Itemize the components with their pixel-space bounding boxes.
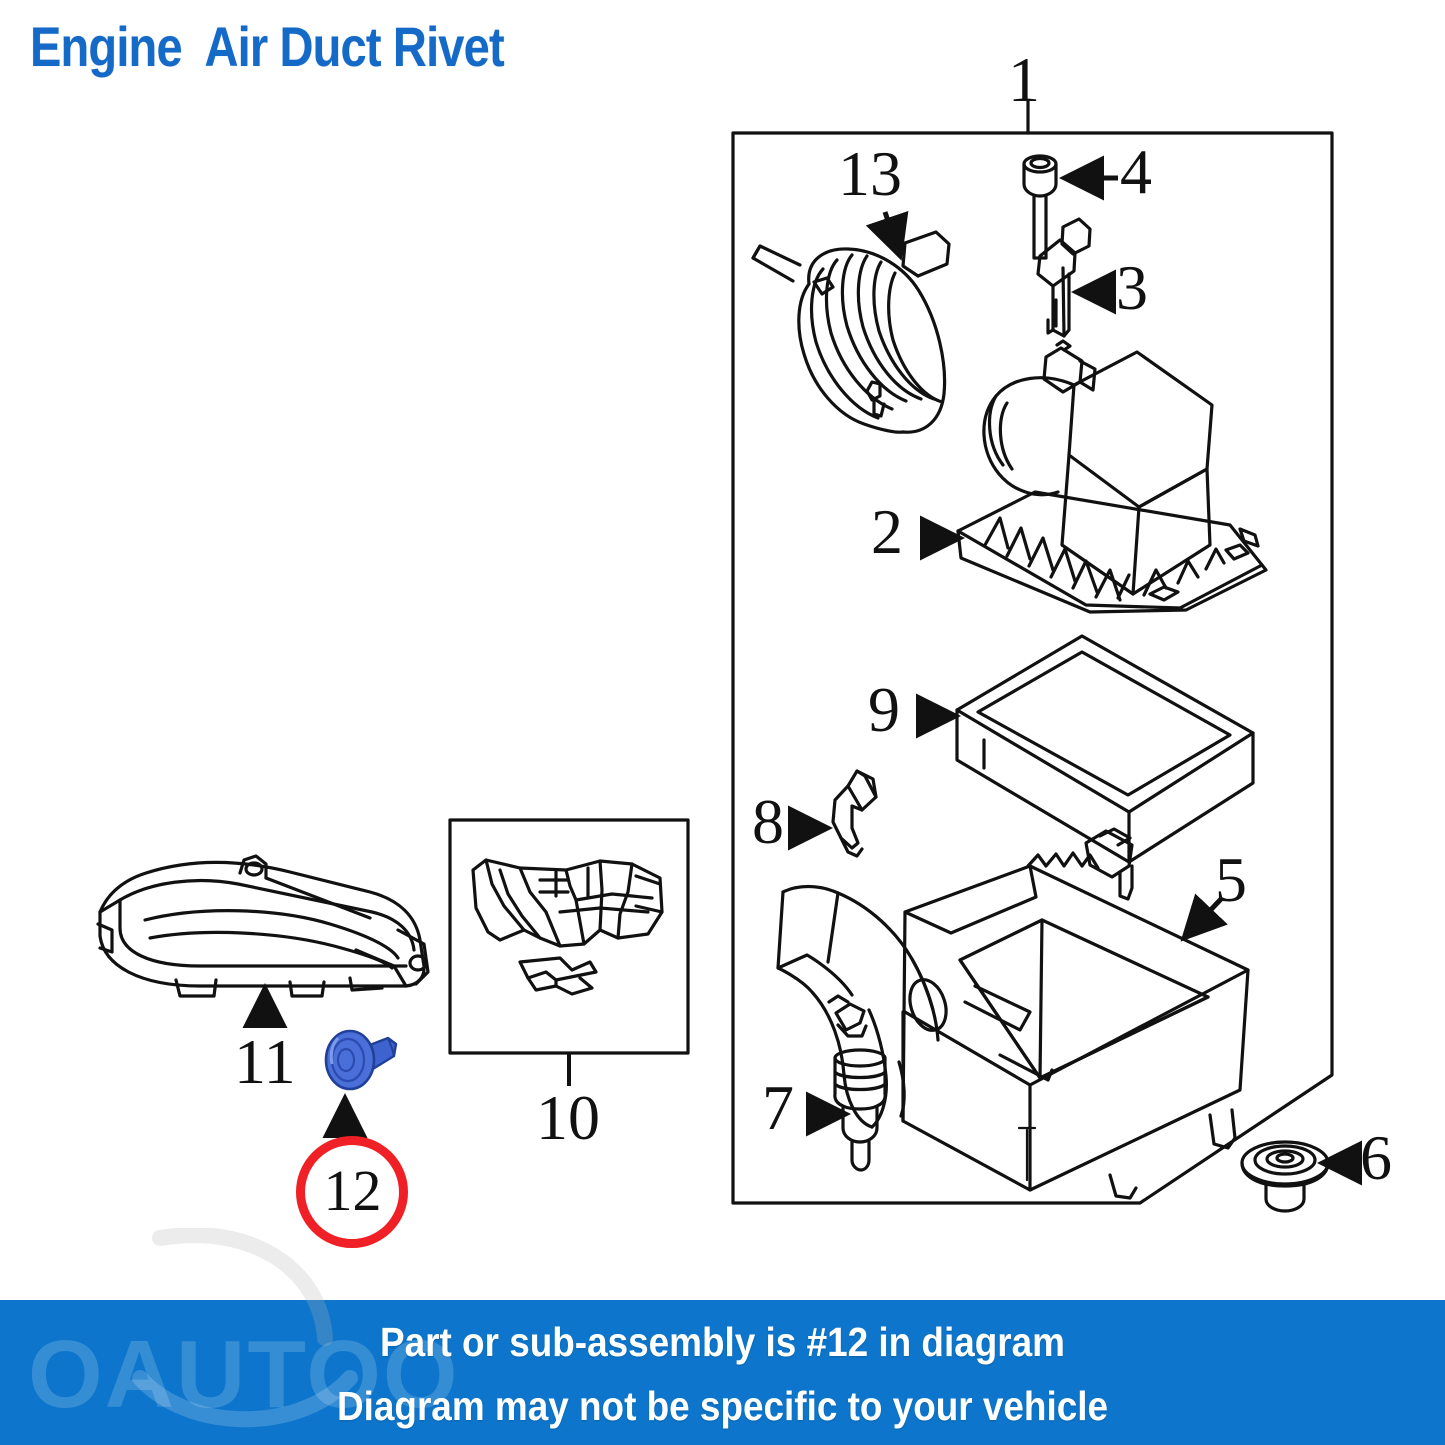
part-air-intake-hose <box>751 230 951 434</box>
banner-line-2: Diagram may not be specific to your vehi… <box>336 1383 1109 1429</box>
callout-11: 11 <box>234 1026 296 1097</box>
highlighted-part-12-rivet <box>324 1029 398 1091</box>
part-air-inlet-duct <box>96 854 430 998</box>
callout-5: 5 <box>1215 844 1247 915</box>
part-hose-bracket <box>831 769 878 858</box>
banner-line-1: Part or sub-assembly is #12 in diagram <box>380 1319 1065 1365</box>
info-banner: Part or sub-assembly is #12 in diagram D… <box>0 1300 1445 1445</box>
leader-5 <box>1180 893 1228 942</box>
callout-2: 2 <box>871 496 903 567</box>
callout-6: 6 <box>1360 1122 1392 1193</box>
part-cover-bolt <box>1022 154 1058 260</box>
part-air-filter-element <box>955 634 1255 864</box>
callout-9: 9 <box>868 674 900 745</box>
callout-4: 4 <box>1120 136 1152 207</box>
callout-1: 1 <box>1008 44 1040 115</box>
callout-10: 10 <box>536 1082 600 1153</box>
part-air-cleaner-cover <box>956 339 1268 614</box>
resonator-inset-frame <box>448 818 690 1055</box>
callout-13: 13 <box>838 138 902 209</box>
page-title: Engine Air Duct Rivet <box>30 15 505 78</box>
part-mount-grommet <box>1240 1140 1330 1213</box>
leader-13 <box>865 210 909 261</box>
callout-3: 3 <box>1116 252 1148 323</box>
callout-7: 7 <box>762 1072 794 1143</box>
callout-12-number: 12 <box>323 1158 382 1223</box>
part-air-cleaner-body <box>776 827 1250 1200</box>
callout-12-highlighted: 12 <box>296 1136 408 1248</box>
callout-8: 8 <box>752 786 784 857</box>
part-resonator-inset <box>448 818 690 1055</box>
diagram-canvas <box>96 99 1362 1213</box>
